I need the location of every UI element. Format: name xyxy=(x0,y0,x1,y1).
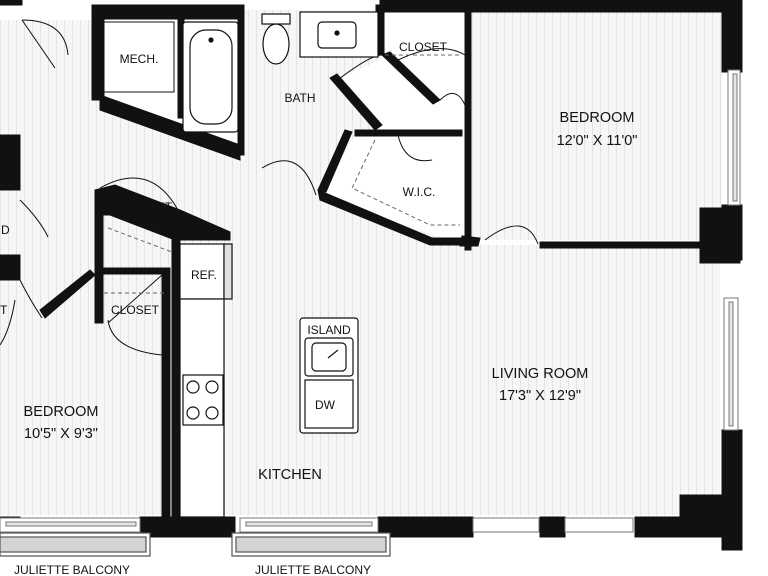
balconies xyxy=(0,532,391,557)
kitchen-label: KITCHEN xyxy=(258,467,322,483)
bedroom1-dims-label: 12'0" X 11'0" xyxy=(557,133,638,149)
living-name-label: LIVING ROOM xyxy=(492,366,589,382)
closet-left-lower-label: CLOSET xyxy=(111,303,160,317)
closet-top-label: CLOSET xyxy=(399,40,448,54)
room-labels: MECH. BATH CLOSET BEDROOM 12'0" X 11'0" … xyxy=(0,40,637,576)
balcony-right-label: JULIETTE BALCONY xyxy=(255,563,371,576)
living-dims-label: 17'3" X 12'9" xyxy=(499,388,581,404)
wic-label: W.I.C. xyxy=(403,185,436,199)
closet-rods xyxy=(104,54,462,294)
bath-label: BATH xyxy=(284,91,315,105)
ref-label: REF. xyxy=(191,268,217,282)
kitchen-fixtures xyxy=(179,243,359,518)
bath-fixtures xyxy=(182,11,379,133)
bedroom1-name-label: BEDROOM xyxy=(560,110,635,126)
edge-mark-t: T xyxy=(0,303,8,317)
mech-room xyxy=(103,21,175,93)
walls xyxy=(0,0,743,551)
edge-mark-d: D xyxy=(1,223,10,237)
mech-label: MECH. xyxy=(120,52,159,66)
bedroom2-name-label: BEDROOM xyxy=(24,404,99,420)
closet-left-upper-label: CLOSET xyxy=(124,200,173,214)
door-swings xyxy=(0,19,539,356)
island-label: ISLAND xyxy=(307,323,351,337)
balcony-left-label: JULIETTE BALCONY xyxy=(14,563,130,576)
windows xyxy=(0,69,741,533)
dw-label: DW xyxy=(315,398,336,412)
bedroom2-dims-label: 10'5" X 9'3" xyxy=(24,426,98,442)
